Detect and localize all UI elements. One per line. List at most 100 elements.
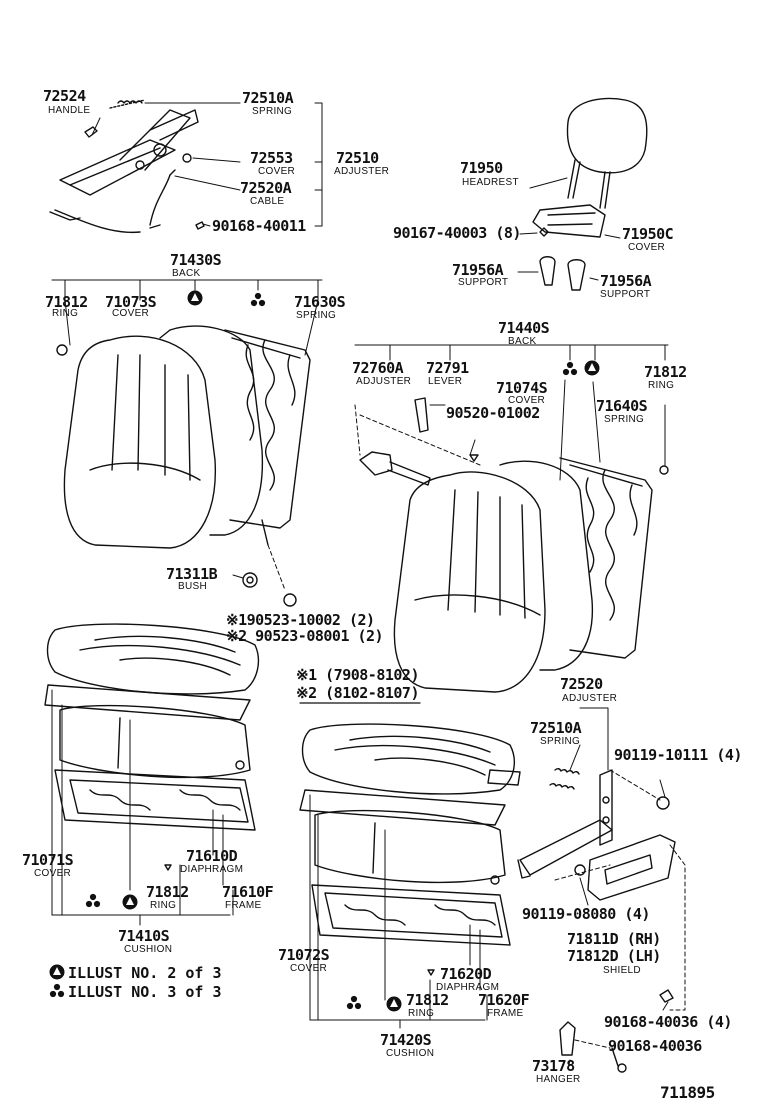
right-cushion-spring-pan-drawing — [311, 884, 511, 946]
part-name-diaphragm-left: DIAPHRAGM — [180, 864, 244, 875]
note-applicability-2: ※2 (8102-8107) — [296, 684, 419, 702]
part-name-headrest: HEADREST — [462, 177, 519, 188]
part-number-71073S: 71073S — [105, 293, 157, 311]
left-cushion-spring-pan-drawing — [54, 769, 256, 831]
part-name-cushion-right: CUSHION — [386, 1048, 435, 1059]
part-number-71950: 71950 — [460, 159, 503, 177]
part-name-frame-left: FRAME — [225, 900, 262, 911]
right-cushion-frame-rail-drawing — [299, 789, 506, 826]
part-number-90523-10002: ※190523-10002 (2) — [226, 611, 375, 629]
part-number-71440S: 71440S — [498, 319, 550, 337]
part-name-cover-71072S: COVER — [290, 963, 328, 974]
right-cushion-pad-drawing — [314, 809, 506, 884]
part-number-72520A: 72520A — [240, 179, 292, 197]
left-back-cover-drawing — [63, 335, 217, 549]
part-name-spring-bottom: SPRING — [540, 736, 581, 747]
left-cushion-frame-rail-drawing — [44, 684, 251, 721]
part-name-handle: HANDLE — [48, 105, 91, 116]
part-number-71812-bottom-right: 71812 — [406, 991, 449, 1009]
part-name-shield: SHIELD — [603, 965, 641, 976]
part-number-71072S: 71072S — [278, 946, 330, 964]
triangle-circle-symbol — [386, 996, 402, 1012]
part-number-90119-08080: 90119-08080 (4) — [522, 905, 650, 923]
part-name-cover-71071S: COVER — [34, 868, 72, 879]
part-number-71812-right: 71812 — [644, 363, 687, 381]
diagram-number: 711895 — [660, 1083, 715, 1102]
headrest-drawing — [566, 97, 648, 209]
part-number-71812-bottom-left: 71812 — [146, 883, 189, 901]
part-number-72791: 72791 — [426, 359, 469, 377]
part-number-71311B: 71311B — [166, 565, 218, 583]
part-number-72520: 72520 — [560, 675, 603, 693]
part-number-90119-10111: 90119-10111 (4) — [614, 746, 742, 764]
left-cushion-pad-drawing — [59, 704, 251, 779]
part-number-71410S: 71410S — [118, 927, 170, 945]
part-name-adjuster-72520: ADJUSTER — [562, 693, 618, 704]
part-name-ring-right: RING — [648, 380, 675, 391]
part-name-cable: CABLE — [250, 196, 285, 207]
lower-adjuster-drawing — [517, 769, 613, 879]
part-name-spring-71640S: SPRING — [604, 414, 645, 425]
part-name-cover-71074S: COVER — [508, 395, 546, 406]
part-number-71956A-left: 71956A — [452, 261, 504, 279]
part-number-71610D: 71610D — [186, 847, 238, 865]
triangle-circle-symbol — [584, 360, 600, 376]
seat-adjuster-assembly-drawing — [49, 99, 205, 234]
part-name-cover-71073S: COVER — [112, 308, 150, 319]
part-name-bush: BUSH — [178, 581, 207, 592]
part-number-90523-08001: ※2 90523-08001 (2) — [226, 627, 384, 645]
part-number-90167-40003: 90167-40003 (8) — [393, 224, 521, 242]
legend-illust-3: ILLUST NO. 3 of 3 — [68, 983, 222, 1001]
part-name-hanger: HANGER — [536, 1074, 581, 1085]
part-number-71950C: 71950C — [622, 225, 674, 243]
left-cushion-cover-drawing — [46, 623, 260, 695]
part-name-back-right: BACK — [508, 336, 537, 347]
hanger-drawing — [559, 1021, 576, 1056]
three-dots-symbol — [85, 893, 101, 908]
part-number-71420S: 71420S — [380, 1031, 432, 1049]
part-number-71811D: 71811D (RH) — [567, 930, 661, 948]
shield-drawing — [587, 834, 676, 901]
three-dots-symbol — [562, 361, 578, 376]
part-name-support-left: SUPPORT — [458, 277, 509, 288]
part-number-72510: 72510 — [336, 149, 379, 167]
part-number-72524: 72524 — [43, 87, 86, 105]
part-number-72510A-bottom: 72510A — [530, 719, 582, 737]
part-number-71812-left: 71812 — [45, 293, 88, 311]
part-number-71071S: 71071S — [22, 851, 74, 869]
part-name-adjuster-72760A: ADJUSTER — [356, 376, 412, 387]
part-number-90520-01002: 90520-01002 — [446, 404, 540, 422]
triangle-circle-symbol — [187, 290, 203, 306]
right-back-spring-frame-drawing — [559, 457, 653, 659]
legend-triangle-circle-symbol — [49, 964, 65, 980]
left-back-pad-drawing — [159, 325, 264, 536]
part-name-diaphragm-right: DIAPHRAGM — [436, 982, 500, 993]
part-name-support-right: SUPPORT — [600, 289, 651, 300]
part-number-71620F: 71620F — [478, 991, 530, 1009]
three-dots-symbol — [250, 292, 266, 307]
three-dots-symbol — [346, 995, 362, 1010]
right-cushion-cover-drawing — [301, 723, 521, 795]
part-number-72510A-top: 72510A — [242, 89, 294, 107]
right-back-cover-drawing — [393, 471, 546, 693]
part-number-71640S: 71640S — [596, 397, 648, 415]
legend-three-dots-symbol — [49, 983, 65, 998]
part-number-71620D: 71620D — [440, 965, 492, 983]
part-number-71956A-right: 71956A — [600, 272, 652, 290]
part-number-90168-40036-4: 90168-40036 (4) — [604, 1013, 732, 1031]
lever-adjuster-drawing — [359, 397, 431, 486]
part-name-back-left: BACK — [172, 268, 201, 279]
part-number-71430S: 71430S — [170, 251, 222, 269]
triangle-circle-symbol — [122, 894, 138, 910]
part-number-72760A: 72760A — [352, 359, 404, 377]
part-number-71630S: 71630S — [294, 293, 346, 311]
headrest-cover-plate-drawing — [532, 204, 606, 238]
part-number-73178: 73178 — [532, 1057, 575, 1075]
part-name-ring-left: RING — [52, 308, 79, 319]
part-name-spring-71630S: SPRING — [296, 310, 337, 321]
part-name-lever: LEVER — [428, 376, 463, 387]
part-number-90168-40036: 90168-40036 — [608, 1037, 702, 1055]
part-name-frame-right: FRAME — [487, 1008, 524, 1019]
